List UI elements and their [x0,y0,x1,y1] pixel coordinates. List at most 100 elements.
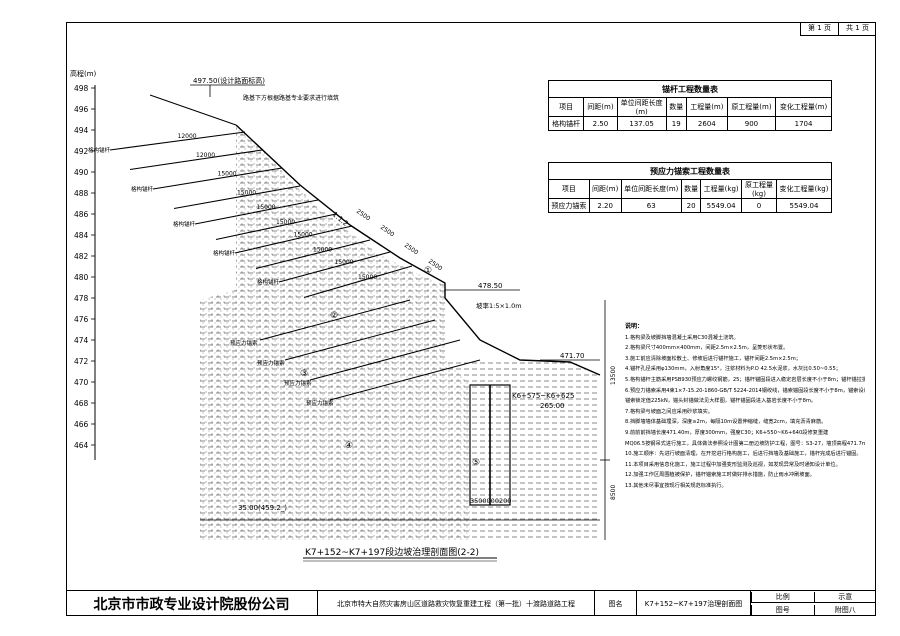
dimension-bottom: 3500000200 [470,497,511,505]
elevation-tick-label: 494 [74,126,89,135]
anchor-type-label: 格构锚杆 [173,220,196,228]
spacing-label: 2500 [403,242,420,257]
prestressed-cable-label: 预应力锚索 [257,359,285,367]
elevation-ticks: 4984964944924904884864844824804784764744… [74,84,95,450]
elevation-tick-label: 498 [74,84,89,93]
company-name: 北京市市政专业设计院股份公司 [66,591,318,616]
anchor-type-label: 格构锚杆 [131,185,154,193]
slope-surface-line [235,124,601,376]
page-number: 第 1 页 [808,24,831,32]
note-item: 13.其他未尽事宜按现行相关规范标准执行。 [625,482,727,489]
drawing-name: K7+152~K7+197治理剖面图 [637,591,751,616]
prestressed-cable-label: 预应力锚索 [230,339,258,347]
note-item: 6.预应力锚索采用4束1×7-15.20-1860-GB/T 5224-2014… [625,387,865,394]
toe-label: 35.00(459.2_) [238,504,287,512]
anchor-quantity-table: 锚杆工程数量表 项目 间距(m) 单位间距长度(m) 数量 工程量(m) 原工程… [547,80,832,131]
anchor-bar [278,251,391,283]
anchor-length-label: 15000 [218,171,237,178]
notes-title: 说明： [625,323,644,330]
elevation-tick-label: 478 [74,294,89,303]
road-note-label: 路基下方根据路基专业要求进行填筑 [243,94,339,102]
anchor-bar [129,149,263,171]
note-item: MQ06.5按钢吊式进行施工，具体做法参照设计图第二册边坡防护工程，图号：S3-… [625,440,865,447]
drawing-name-label: 图名 [595,591,637,616]
pile-elevation: 265.00 [540,402,565,410]
elevation-tick-label: 480 [74,273,89,282]
note-item: 12.加强工作区周围植被保护，锚杆锚索施工时做好排水措施，防止雨水冲刷坡面。 [625,472,815,479]
anchor-length-label: 12000 [196,152,215,159]
elevation-axis-label: 高程(m) [70,69,97,78]
anchor-bar [173,185,301,210]
bench1-elevation: 478.50 [478,282,503,290]
anchor-bar [152,167,283,190]
anchor-length-label: 15000 [294,232,313,239]
project-name: 北京市特大自然灾害房山区道路救灾恢复重建工程（第一批）十渡路道路工程 [318,591,595,616]
note-item: 7.格构梁与坡面之间应采用砂浆填实。 [625,408,713,415]
elevation-tick-label: 496 [74,105,89,114]
note-item: 锚索锁定值225kN，锚头封锚做法见大样图，锚杆锚固段进入基岩长度不小于8m。 [625,398,817,405]
scale-number-grid: 比例 示意 图号 附图八 [751,591,876,616]
spacing-label: 2500 [379,224,396,239]
bench2-elevation: 471.70 [560,352,585,360]
slope-ratio-2: 坡率1:5×1.0m [476,301,522,310]
section-marker: ② [330,311,338,321]
elevation-tick-label: 468 [74,399,89,408]
table2-header-row: 项目 间距(m) 单位间距长度(m) 数量 工程量(kg) 原工程量(kg) 变… [548,179,832,199]
table1-data-row: 格构锚杆 2.50 137.05 19 2604 900 1704 [547,116,832,131]
anchor-bar [194,199,319,225]
spacing-label: 2500 [355,208,372,223]
table1-title: 锚杆工程数量表 [548,80,832,98]
section-marker: ⑤ [472,458,480,468]
dimension-13500: 13500 [610,366,617,385]
note-item: 8.挡脚墙墙体基础埋深，深度≥2m，每隔10m设置伸缩缝，缝宽2cm，填充沥青麻… [625,419,827,426]
elevation-tick-label: 464 [74,441,89,450]
note-item: 2.格构梁尺寸400mm×400mm，间距2.5m×2.5m，呈菱形状布置。 [625,345,789,352]
anchor-length-label: 15000 [335,259,354,266]
elevation-tick-label: 472 [74,357,89,366]
anchor-length-label: 15000 [313,246,332,253]
prestressed-cable [284,319,436,361]
prestressed-cable-label: 预应力锚索 [306,399,334,407]
anchor-length-label: 15000 [358,274,377,281]
anchor-bar [109,131,246,151]
anchor-bar [303,265,413,299]
prestressed-anchor-table: 预应力锚索工程数量表 项目 间距(m) 单位间距长度(m) 数量 工程量(kg)… [548,162,832,213]
elevation-tick-label: 484 [74,231,89,240]
anchor-bar [215,213,337,241]
design-notes: 说明： 1.格构梁及坡脚挡墙混凝土采用C30混凝土浇筑。 2.格构梁尺寸400m… [625,322,865,492]
table2-data-row: 预应力锚索 2.20 63 20 5549.04 0 5549.04 [548,198,832,213]
prestressed-cable [309,339,461,381]
road-elevation-label: 497.50(设计路面标高) [193,76,265,85]
elevation-tick-label: 490 [74,168,89,177]
anchor-length-label: 15000 [237,189,256,196]
drawing-frame [66,22,876,616]
elevation-tick-label: 492 [74,147,89,156]
anchor-bar [234,225,353,254]
prestressed-cable [329,359,481,401]
section-marker: ① [424,266,432,276]
anchor-type-label: 格构锚杆 [257,278,280,286]
note-item: 1.格构梁及坡脚挡墙混凝土采用C30混凝土浇筑。 [625,334,739,341]
anchor-length-label: 15000 [276,219,295,226]
prestressed-cable-label: 预应力锚索 [284,379,312,387]
section-marker: ③ [300,369,308,379]
page-total: 共 1 页 [838,22,876,35]
drawing-number-value: 附图八 [813,604,877,615]
road-surface-line [149,94,237,126]
anchor-length-label: 12000 [178,133,197,140]
anchor-length-label: 15000 [257,204,276,211]
note-item: 10.施工顺序：先进行坡面清理，在开挖进行格构施工，后进行挡墙及基础施工，锚杆完… [625,451,862,458]
elevation-tick-label: 486 [74,210,89,219]
section-title: K7+152~K7+197段边坡治理剖面图(2-2) [305,546,479,558]
table2-title: 预应力锚索工程数量表 [548,162,832,180]
anchor-type-label: 格构锚杆 [213,249,236,257]
scale-label: 比例 [751,591,814,603]
dimension-8500: 8500 [610,485,617,500]
note-item: 4.锚杆孔径采用φ130mm，入射角度15°，注浆材料为P.O 42.5水泥浆，… [625,366,841,373]
note-item: 5.格构锚杆主筋采用PSB930预应力螺纹钢筋，25；锚杆锚固段进入稳定岩层长度… [625,376,865,383]
note-item: 11.本项目采用信息化施工，施工过程中加强变形监测及巡视，如发现异常及时通知设计… [625,461,841,468]
note-item: 9.前前前挡墙长度471.40m，厚度300mm，强度C30；K6+550~K6… [625,429,829,436]
scale-value: 示意 [813,591,876,603]
pile-label: K6+575~K6+625 [512,392,574,400]
